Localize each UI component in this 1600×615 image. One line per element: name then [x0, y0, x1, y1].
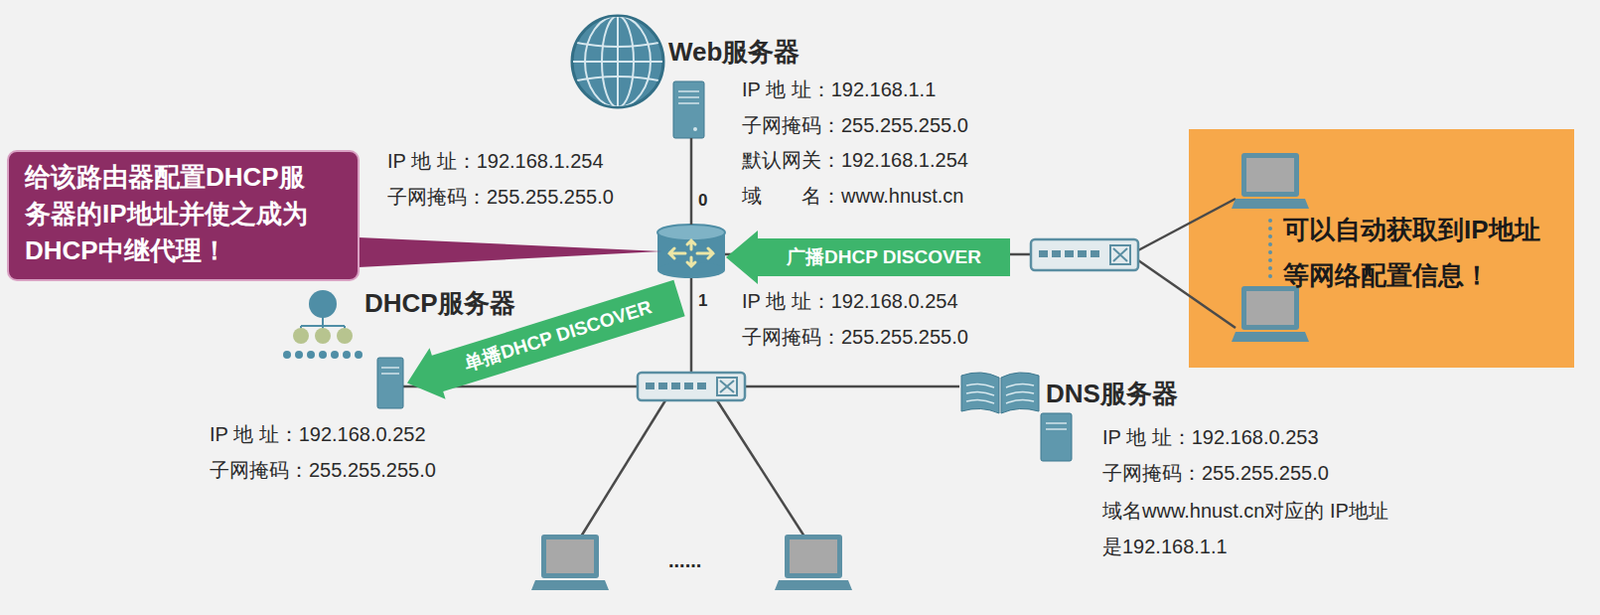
callout-text: 给该路由器配置DHCP服务器的IP地址并使之成为DHCP中继代理！ — [24, 158, 318, 270]
info-line: IP 地 址：192.168.0.252 — [209, 422, 427, 446]
arrow-label: 广播DHCP DISCOVER — [786, 245, 982, 270]
host-group: 可以自动获取到IP地址等网络配置信息！ — [1188, 129, 1575, 368]
ellipsis: ...... — [668, 548, 702, 573]
message-arrow — [726, 230, 1011, 285]
callout-box: 给该路由器配置DHCP服务器的IP地址并使之成为DHCP中继代理！ — [6, 149, 360, 282]
router-icon — [657, 224, 726, 279]
info-line: 域名www.hnust.cn对应的 IP地址是192.168.1.1 — [1102, 492, 1396, 565]
switch-icon — [637, 372, 745, 401]
info-line: IP 地 址：192.168.1.1 — [741, 77, 936, 102]
server-title: DNS服务器 — [1045, 378, 1178, 409]
port-number: 1 — [698, 289, 708, 313]
network-link — [690, 138, 694, 225]
server-title: DHCP服务器 — [364, 288, 516, 318]
info-line: 子网掩码：255.255.255.0 — [209, 457, 437, 482]
info-line: 域 名：www.hnust.cn — [741, 183, 964, 208]
port-number: 0 — [698, 188, 708, 213]
switch-icon — [1030, 239, 1139, 271]
info-line: IP 地 址：192.168.1.254 — [387, 148, 604, 173]
info-line: 子网掩码：255.255.255.0 — [741, 113, 969, 138]
info-line: 默认网关：192.168.1.254 — [741, 147, 969, 172]
laptop-icon — [1231, 286, 1310, 342]
laptop-icon — [531, 534, 609, 590]
info-line: IP 地 址：192.168.0.253 — [1102, 425, 1319, 449]
globe-icon — [570, 13, 666, 110]
arrow-label: 单播DHCP DISCOVER — [461, 294, 655, 376]
info-line: 子网掩码：255.255.255.0 — [1102, 460, 1329, 485]
web-server: Web服务器IP 地 址：192.168.1.1子网掩码：255.255.255… — [673, 81, 705, 139]
ellipsis-dots — [1268, 220, 1273, 283]
dhcp-server: DHCP服务器IP 地 址：192.168.0.252子网掩码：255.255.… — [377, 357, 404, 409]
info-line: 子网掩码：255.255.255.0 — [741, 324, 969, 349]
router: IP 地 址：192.168.1.254子网掩码：255.255.255.0IP… — [657, 224, 726, 279]
note-text: 可以自动获取到IP地址等网络配置信息！ — [1283, 206, 1557, 298]
info-line: 子网掩码：255.255.255.0 — [387, 184, 614, 209]
web-server-icon — [673, 81, 705, 139]
laptop-icon — [1231, 152, 1310, 209]
dns-server: DNS服务器IP 地 址：192.168.0.253子网掩码：255.255.2… — [1040, 413, 1072, 461]
info-line: IP 地 址：192.168.0.254 — [741, 289, 959, 313]
host-panel — [1188, 129, 1575, 368]
server-title: Web服务器 — [668, 36, 800, 67]
laptop-icon — [774, 534, 853, 590]
callout-pointer — [358, 237, 662, 268]
